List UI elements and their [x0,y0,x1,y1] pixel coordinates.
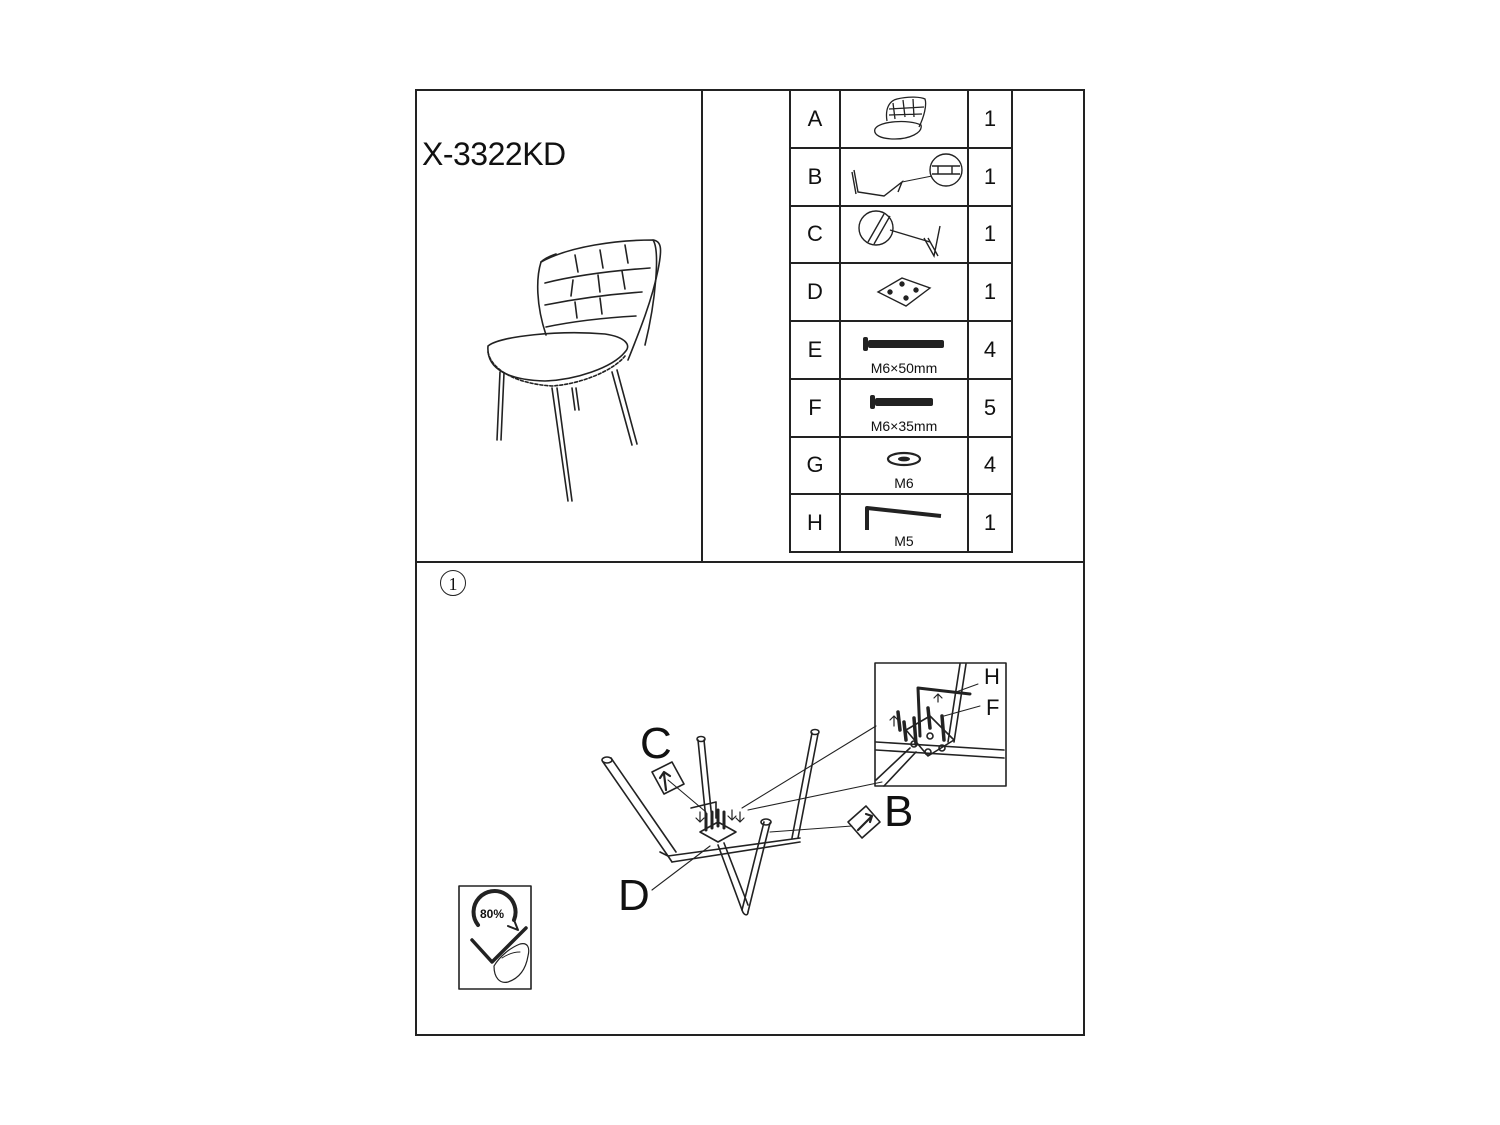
callout-d: D [618,871,650,920]
part-qty: 1 [967,262,1013,322]
part-qty: 1 [967,204,1013,265]
tighten-percent: 80% [480,907,505,921]
part-letter: D [789,262,841,322]
part-letter: A [789,89,841,149]
part-qty: 1 [967,146,1013,207]
part-picture [839,146,969,207]
part-size-label: M5 [894,533,914,549]
part-picture [839,89,969,149]
part-row-a: A 1 [789,89,1013,149]
model-title: X-3322KD [422,136,566,172]
part-qty: 4 [967,435,1013,496]
part-qty: 5 [967,377,1013,438]
bolt-long-icon [863,336,944,351]
part-picture: M6×50mm [839,320,969,380]
seat-shell-icon [874,96,927,140]
inset-label-h: H [984,664,1000,689]
part-row-h: H M5 1 [789,493,1013,553]
parts-list-table: A 1 B [789,89,1013,553]
part-row-g: G M6 4 [789,435,1013,496]
part-size-label: M6 [894,475,914,492]
callout-c: C [640,719,672,768]
part-row-f: F M6×35mm 5 [789,377,1013,438]
rear-leg-frame-icon [858,210,941,259]
step-number: 1 [440,570,466,596]
bolt-short-icon [870,394,933,409]
part-letter: E [789,320,841,380]
inset-label-f: F [986,695,1000,720]
part-qty: 1 [967,89,1013,149]
hand-tighten-icon [458,885,532,990]
part-letter: G [789,435,841,496]
part-picture: M5 [839,493,969,553]
part-letter: C [789,204,841,265]
part-picture [839,204,969,265]
part-picture [839,262,969,322]
part-qty: 4 [967,320,1013,380]
part-row-d: D 1 [789,262,1013,322]
part-row-c: C 1 [789,204,1013,265]
allen-key-icon [865,506,942,531]
part-letter: H [789,493,841,553]
part-picture: M6 [839,435,969,496]
part-qty: 1 [967,493,1013,553]
part-letter: B [789,146,841,207]
front-leg-frame-icon [851,152,963,197]
part-picture: M6×35mm [839,377,969,438]
mounting-plate-icon [876,277,932,307]
part-row-b: B 1 [789,146,1013,207]
callout-b: B [884,787,914,836]
washer-icon [886,452,922,467]
part-size-label: M6×35mm [870,417,938,434]
part-row-e: E M6×50mm 4 [789,320,1013,380]
part-size-label: M6×50mm [870,359,938,376]
part-letter: F [789,377,841,438]
